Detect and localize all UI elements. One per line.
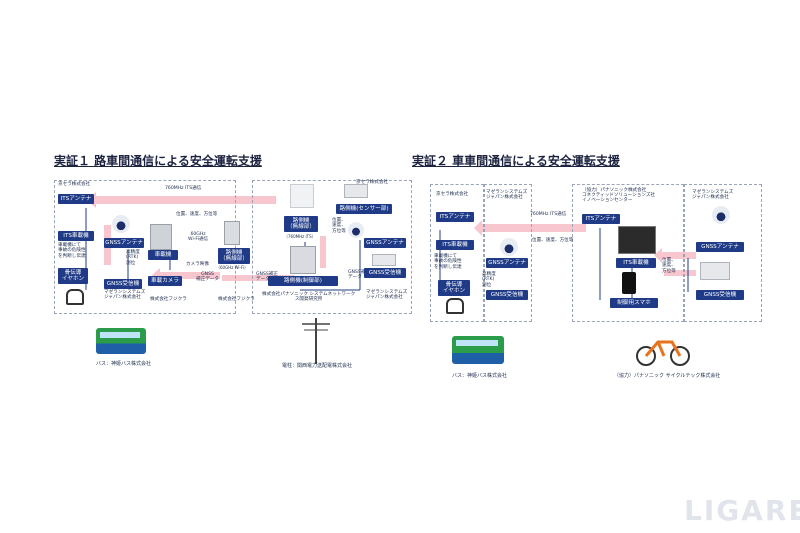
label-roadside-60-sub: （60GHz Wi-Fi）	[216, 265, 249, 270]
company-magellan-a: マゼランシステムズ ジャパン株式会社	[486, 190, 528, 201]
earphone-icon-2	[446, 298, 464, 314]
caption-bus-2: バス：神姫バス株式会社	[452, 373, 508, 379]
antenna-dome-2-icon	[500, 238, 518, 256]
company-kyocera-2: 京セラ株式会社	[436, 192, 469, 197]
sensor-icon	[344, 184, 368, 198]
ligare-logo: LIGARE	[684, 494, 800, 527]
company-fujikura-mid: 株式会社フジクラ	[218, 297, 255, 302]
demo2-panel-c	[572, 184, 684, 322]
caption-bike: （協力）パナソニック サイクルテック株式会社	[614, 373, 721, 379]
label-gnss-correction: GNSS 補正データ	[196, 272, 219, 283]
onboard-device-icon	[150, 224, 172, 250]
company-fujikura-left: 株式会社フジクラ	[150, 297, 187, 302]
roadside-wireless-60-box: 路側機 （無線部）	[218, 248, 250, 264]
its-antenna-left-box: ITSアンテナ	[436, 212, 474, 222]
demo1-title: 実証１ 路車間通信による安全運転支援	[54, 154, 262, 168]
demo2-title: 実証２ 車車間通信による安全運転支援	[412, 154, 620, 168]
gnss-receiver-right-box: GNSS受信機	[364, 268, 406, 278]
earphone-icon	[66, 289, 84, 305]
label-gnss-corr-data-left: GNSS補正 データ	[256, 272, 279, 283]
demo1-vehicle-panel	[54, 180, 236, 314]
gnss-antenna-right-box: GNSSアンテナ	[364, 238, 406, 248]
gnss-receiver-device-icon	[372, 254, 396, 266]
label-its-comm-2: 760MHz ITS通信	[530, 212, 567, 217]
caption-bus-1: バス：神姫バス株式会社	[96, 361, 152, 367]
antenna-dome-3-icon	[712, 206, 730, 224]
antenna-dome-right-icon	[348, 222, 364, 238]
company-magellan-right: マゼランシステムズ ジャパン株式会社	[366, 290, 408, 301]
its-onboard-box: ITS車載機	[58, 231, 94, 241]
label-gnss-corr-data-right: GNSS補正 データ	[348, 270, 371, 281]
router-icon	[290, 184, 314, 208]
bus-window-2-icon	[456, 340, 498, 346]
company-magellan-left: マゼランシステムズ ジャパン株式会社	[104, 290, 146, 301]
label-pos-sensor: 位置、 速度、 方位等	[332, 218, 346, 234]
onboard-camera-box: 車載カメラ	[148, 276, 182, 286]
demo2-panel-b	[484, 184, 532, 322]
its-onboard-left-box: ITS車載機	[436, 240, 474, 250]
label-pos-right-2: 位置、 速度、 方位等	[662, 258, 676, 274]
label-its-comm: 760MHz ITS通信	[165, 186, 202, 191]
label-high-precision: 高精度 (RTK) 測位	[126, 250, 140, 266]
gnss-antenna-right-box-2: GNSSアンテナ	[696, 242, 744, 252]
control-box-icon	[290, 246, 316, 274]
wifi-device-icon	[224, 221, 240, 245]
onboard-unit-box: 車載機	[148, 250, 178, 260]
bone-earphone-box-2: 骨伝導 イヤホン	[438, 280, 470, 296]
company-magellan-b: マゼランシステムズ ジャパン株式会社	[692, 190, 734, 201]
label-onboard-note: 車載機にて 事故の危険性 を判断し伝達	[58, 243, 86, 259]
company-kyocera: 京セラ株式会社	[58, 182, 91, 187]
label-roadside-its-sub: （760MHz ITS）	[284, 234, 316, 239]
bone-earphone-box: 骨伝導 イヤホン	[58, 268, 88, 284]
company-panasonic-coop: （協力）パナソニック株式会社 コネクティッドソリューションズ社 イノベーションセ…	[582, 188, 656, 204]
its-antenna-box: ITSアンテナ	[58, 194, 94, 204]
its-onboard-right-box: ITS車載機	[616, 258, 656, 268]
bus-window-icon	[100, 332, 140, 338]
label-high-precision-2: 高精度 (RTK) 測位	[482, 272, 496, 288]
demo2-panel-d	[684, 184, 762, 322]
smartphone-icon	[622, 272, 636, 294]
company-panasonic-net: 株式会社パナソニック システムネットワーク ス開発研究所	[262, 292, 356, 303]
roadside-control-box: 路側機(制御部)	[268, 276, 338, 286]
utility-pole-icon	[302, 318, 330, 364]
roadside-sensor-box: 路側機(センサー部)	[336, 204, 392, 214]
demo2-panel-a	[430, 184, 484, 322]
gnss-antenna-left-box: GNSSアンテナ	[104, 238, 144, 248]
label-onboard-note-2: 車載機にて 事故の危険性 を判断し伝達	[434, 254, 462, 270]
gnss-receiver-left-box-2: GNSS受信機	[486, 290, 528, 300]
gnss-receiver-device-2-icon	[700, 262, 730, 280]
antenna-dome-icon	[112, 215, 130, 233]
label-wifi: 60GHz Wi-Fi通信	[188, 232, 209, 243]
label-camera-video: カメラ映像	[186, 262, 209, 267]
company-kyocera-right: 京セラ株式会社	[356, 180, 389, 185]
caption-pole: 電柱：関西電力送配電株式会社	[282, 363, 353, 369]
demo1-roadside-panel	[252, 180, 412, 314]
gnss-antenna-left-box-2: GNSSアンテナ	[486, 258, 528, 268]
its-antenna-right-box: ITSアンテナ	[582, 214, 620, 224]
label-pos-speed-2: 位置、速度、方位等	[532, 238, 574, 243]
gnss-receiver-right-box-2: GNSS受信機	[696, 290, 744, 300]
label-pos-speed: 位置、速度、方位等	[176, 212, 218, 217]
control-phone-box: 制御用スマホ	[610, 298, 658, 308]
gnss-receiver-left-box: GNSS受信機	[104, 279, 142, 289]
bicycle-icon	[636, 340, 690, 366]
roadside-wireless-its-box: 路側機 （無線部）	[284, 216, 318, 232]
its-onboard-device-icon	[618, 226, 656, 254]
